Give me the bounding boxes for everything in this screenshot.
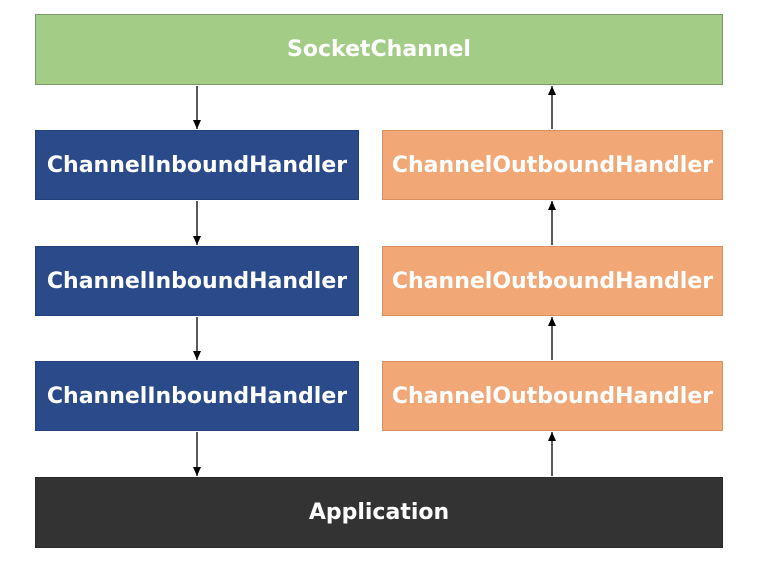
inbound-handler-label: ChannelInboundHandler (46, 152, 348, 178)
outbound-handler-2: ChannelOutboundHandler (382, 246, 723, 316)
application-box: Application (35, 477, 723, 548)
outbound-handler-1: ChannelOutboundHandler (382, 130, 723, 200)
socket-channel-label: SocketChannel (287, 37, 471, 62)
outbound-handler-label: ChannelOutboundHandler (391, 383, 714, 409)
outbound-handler-label: ChannelOutboundHandler (391, 152, 714, 178)
inbound-handler-1: ChannelInboundHandler (35, 130, 359, 200)
outbound-handler-3: ChannelOutboundHandler (382, 361, 723, 431)
inbound-handler-2: ChannelInboundHandler (35, 246, 359, 316)
inbound-handler-3: ChannelInboundHandler (35, 361, 359, 431)
application-label: Application (308, 500, 450, 525)
inbound-handler-label: ChannelInboundHandler (46, 383, 348, 409)
socket-channel-box: SocketChannel (35, 14, 723, 85)
inbound-handler-label: ChannelInboundHandler (46, 268, 348, 294)
outbound-handler-label: ChannelOutboundHandler (391, 268, 714, 294)
